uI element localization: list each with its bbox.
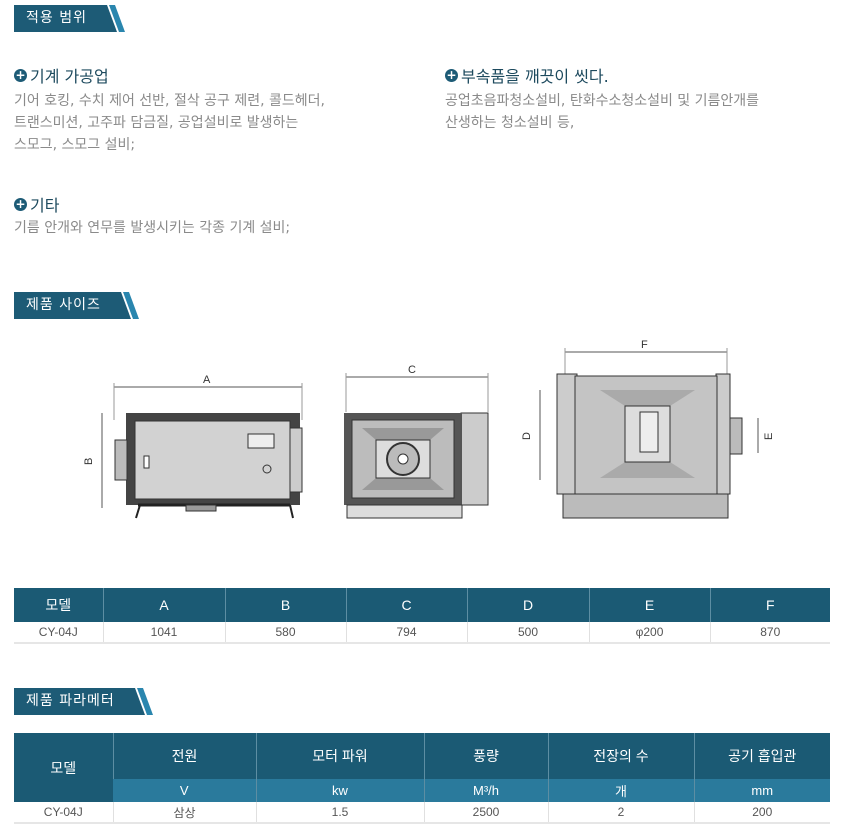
dim-label-c: C <box>408 364 416 376</box>
cell: 870 <box>709 622 830 644</box>
unit-header: M³/h <box>423 779 548 802</box>
col-header: 모터 파워 <box>255 733 424 779</box>
scope-heading-machining: +기계 가공업 <box>14 63 109 87</box>
section-tab-size: 제품 사이즈 <box>14 292 139 319</box>
scope-text-machining: 기어 호킹, 수치 제어 선반, 절삭 공구 제련, 콜드헤더, 트랜스미션, … <box>14 90 325 156</box>
cell: 2500 <box>423 802 548 824</box>
col-header: 전원 <box>112 733 256 779</box>
tab-stripe-icon <box>98 5 125 32</box>
plus-icon: + <box>14 67 27 82</box>
size-table-header: 모델 A B C D E F <box>14 588 830 622</box>
heading-text: 기계 가공업 <box>30 67 109 86</box>
scope-heading-other: +기타 <box>14 192 59 216</box>
heading-text: 기타 <box>30 196 60 215</box>
cell: φ200 <box>588 622 710 644</box>
dim-label-a: A <box>203 374 211 386</box>
param-table-units: V kw M³/h 개 mm <box>14 779 830 802</box>
size-table: 모델 A B C D E F CY-04J 1041 580 794 500 φ… <box>14 588 830 644</box>
plus-icon: + <box>445 67 458 82</box>
col-header: 풍량 <box>423 733 548 779</box>
col-header: A <box>102 588 225 622</box>
dim-label-f: F <box>641 339 648 351</box>
text-line: 공업초음파청소설비, 탄화수소청소설비 및 기름안개를 <box>445 93 760 109</box>
cell: 580 <box>224 622 346 644</box>
cell: 1041 <box>102 622 225 644</box>
unit-header: V <box>113 779 256 802</box>
section-tab-scope: 적용 범위 <box>14 5 125 32</box>
cell: CY-04J <box>14 622 103 644</box>
top-view-drawing <box>539 348 759 519</box>
scope-text-cleaning: 공업초음파청소설비, 탄화수소청소설비 및 기름안개를 산생하는 청소설비 등, <box>445 90 759 134</box>
text-line: 트랜스미션, 고주파 담금질, 공업설비로 발생하는 <box>14 115 299 131</box>
cell: 2 <box>547 802 694 824</box>
cell: 794 <box>345 622 467 644</box>
tab-stripe-icon <box>126 688 153 715</box>
param-table: 모델 전원 모터 파워 풍량 전장의 수 공기 흡입관 V kw M³/h 개 … <box>14 733 830 824</box>
plus-icon: + <box>14 196 27 211</box>
text-line: 산생하는 청소설비 등, <box>445 115 575 131</box>
cell: 500 <box>466 622 589 644</box>
unit-header: kw <box>255 779 424 802</box>
unit-header: 개 <box>547 779 694 802</box>
col-header: 전장의 수 <box>547 733 694 779</box>
cell: 200 <box>693 802 830 824</box>
section-tab-params: 제품 파라메터 <box>14 688 153 715</box>
dim-label-e: E <box>763 433 775 440</box>
table-row: CY-04J 1041 580 794 500 φ200 870 <box>14 622 830 644</box>
text-line: 스모그, 스모그 설비; <box>14 137 136 153</box>
cell: 1.5 <box>255 802 424 824</box>
cell: CY-04J <box>14 802 113 824</box>
unit-header: mm <box>693 779 830 802</box>
tab-stripe-icon <box>112 292 139 319</box>
front-view-drawing <box>344 373 489 519</box>
scope-text-other: 기름 안개와 연무를 발생시키는 각종 기계 설비; <box>14 217 290 239</box>
section-title: 적용 범위 <box>14 5 99 32</box>
col-header: C <box>345 588 467 622</box>
side-view-drawing <box>101 383 303 519</box>
col-header: 모델 <box>14 588 103 622</box>
scope-heading-cleaning: +부속품을 깨끗이 씻다. <box>445 63 609 87</box>
param-table-header: 모델 전원 모터 파워 풍량 전장의 수 공기 흡입관 <box>14 733 830 802</box>
dim-label-d: D <box>521 432 533 440</box>
col-header: 모델 <box>14 733 113 802</box>
col-header: D <box>466 588 589 622</box>
section-title: 제품 파라메터 <box>14 688 127 715</box>
section-title: 제품 사이즈 <box>14 292 113 319</box>
col-header: E <box>588 588 710 622</box>
product-dimension-diagram: A B C F D E <box>83 339 775 519</box>
table-row: CY-04J 삼상 1.5 2500 2 200 <box>14 802 830 824</box>
col-header: 공기 흡입관 <box>693 733 830 779</box>
dim-label-b: B <box>83 458 95 465</box>
col-header: B <box>224 588 346 622</box>
heading-text: 부속품을 깨끗이 씻다. <box>461 67 609 86</box>
col-header: F <box>709 588 830 622</box>
cell: 삼상 <box>112 802 256 824</box>
text-line: 기름 안개와 연무를 발생시키는 각종 기계 설비; <box>14 220 291 236</box>
text-line: 기어 호킹, 수치 제어 선반, 절삭 공구 제련, 콜드헤더, <box>14 93 326 109</box>
